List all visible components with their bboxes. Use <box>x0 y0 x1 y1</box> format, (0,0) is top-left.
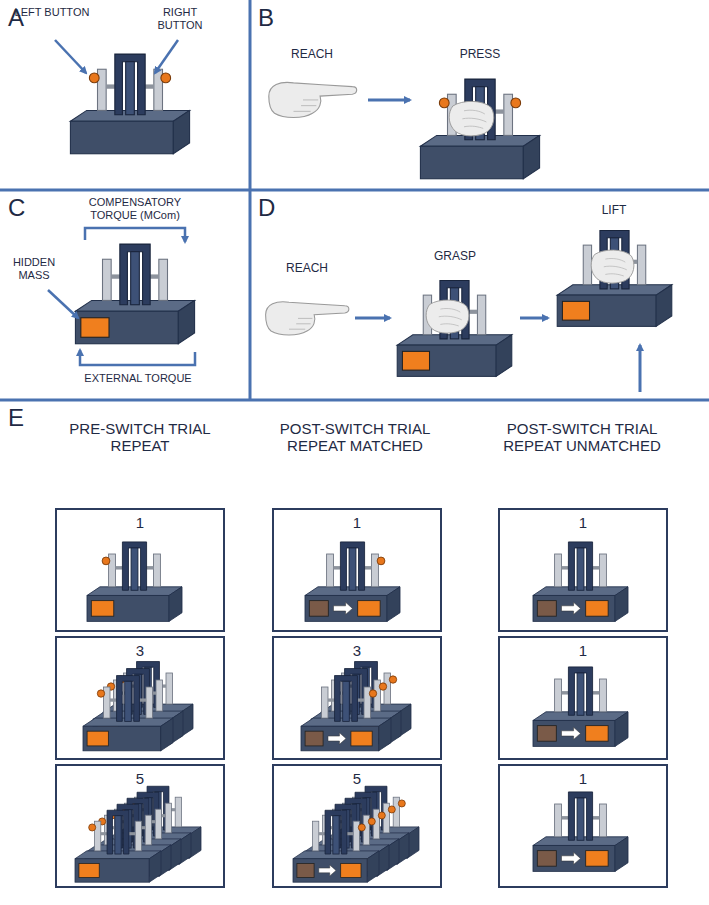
trial-frame: 5 <box>55 764 225 888</box>
part-label: RIGHT BUTTON <box>140 6 220 31</box>
part-label: COMPENSATORY TORQUE (MCom) <box>70 196 200 221</box>
trial-frame: 1 <box>498 764 668 888</box>
repeat-count: 1 <box>500 770 666 787</box>
part-label: HIDDEN MASS <box>2 256 66 281</box>
trial-frame: 3 <box>55 636 225 760</box>
trial-frame: 5 <box>272 764 442 888</box>
part-label: REACH <box>267 262 347 276</box>
part-label: LEFT BUTTON <box>12 6 92 19</box>
repeat-count: 1 <box>274 514 440 531</box>
trial-frame: 3 <box>272 636 442 760</box>
repeat-count: 5 <box>57 770 223 787</box>
panel-letter: E <box>8 404 38 432</box>
repeat-count: 1 <box>57 514 223 531</box>
panel-letter: C <box>8 194 38 222</box>
part-label: PRESS <box>440 48 520 62</box>
repeat-count: 1 <box>500 642 666 659</box>
column-heading: POST-SWITCH TRIAL REPEAT MATCHED <box>270 420 440 455</box>
trial-frame: 1 <box>498 636 668 760</box>
part-label: LIFT <box>584 204 644 218</box>
panel-letter: B <box>258 4 288 32</box>
trial-frame: 1 <box>55 508 225 632</box>
trial-frame: 1 <box>272 508 442 632</box>
column-heading: PRE-SWITCH TRIAL REPEAT <box>55 420 225 455</box>
repeat-count: 1 <box>500 514 666 531</box>
part-label: REACH <box>272 48 352 62</box>
column-heading: POST-SWITCH TRIAL REPEAT UNMATCHED <box>492 420 672 455</box>
trial-frame: 1 <box>498 508 668 632</box>
part-label: EXTERNAL TORQUE <box>63 372 213 385</box>
panel-letter: D <box>258 194 288 222</box>
repeat-count: 3 <box>57 642 223 659</box>
repeat-count: 3 <box>274 642 440 659</box>
part-label: GRASP <box>415 250 495 264</box>
repeat-count: 5 <box>274 770 440 787</box>
